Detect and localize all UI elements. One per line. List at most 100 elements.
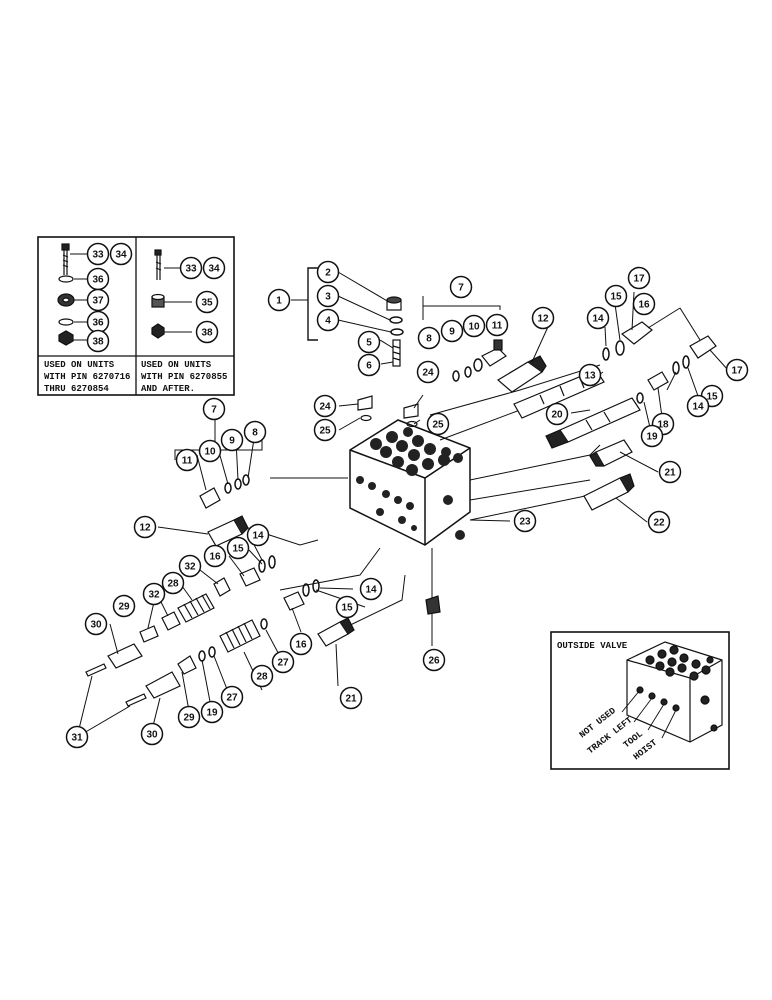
callout-circle	[313, 394, 337, 418]
callout-25: 25	[426, 412, 450, 436]
callout-circle	[198, 439, 222, 463]
callout-33: 33	[86, 242, 110, 266]
callout-number: 33	[185, 264, 197, 275]
callout-24: 24	[313, 394, 337, 418]
callout-circle	[416, 360, 440, 384]
callout-circle	[243, 420, 267, 444]
callout-circle	[161, 571, 185, 595]
callout-3: 3	[316, 284, 340, 308]
callout-17: 17	[725, 358, 749, 382]
callout-5: 5	[357, 330, 381, 354]
callout-number: 28	[167, 579, 179, 590]
callout-circle	[422, 648, 446, 672]
callout-number: 31	[71, 733, 83, 744]
callout-8: 8	[417, 326, 441, 350]
callout-circle	[531, 306, 555, 330]
callout-circle	[313, 418, 337, 442]
callout-8: 8	[243, 420, 267, 444]
part-ring-19-top	[636, 392, 644, 404]
callout-circle	[357, 353, 381, 377]
callout-number: 29	[118, 602, 130, 613]
inset-note-col1-line2: WITH PIN 6270716	[44, 372, 130, 382]
callout-circle	[195, 290, 219, 314]
outside-valve-leaders	[621, 689, 677, 739]
callout-10: 10	[462, 314, 486, 338]
callout-circle	[339, 686, 363, 710]
callout-28: 28	[161, 571, 185, 595]
callout-number: 15	[610, 292, 622, 303]
callout-4: 4	[316, 308, 340, 332]
part-plug-11-top	[481, 339, 507, 367]
callout-number: 16	[209, 552, 221, 563]
callout-12: 12	[531, 306, 555, 330]
callout-19: 19	[200, 700, 224, 724]
part-piston-18	[647, 371, 669, 391]
callout-circle	[250, 664, 274, 688]
bolt-part-col1	[57, 243, 75, 346]
callout-9: 9	[220, 428, 244, 452]
inset-note-col1-line3: THRU 6270854	[44, 384, 109, 394]
callout-number: 14	[592, 314, 604, 325]
part-spring-5	[392, 339, 401, 367]
callout-number: 14	[692, 402, 704, 413]
part-spring-28-lower	[219, 619, 261, 653]
callout-37: 37	[86, 288, 110, 312]
inset-note-col1-line1: USED ON UNITS	[44, 360, 115, 370]
callout-27: 27	[220, 685, 244, 709]
callout-circle	[578, 363, 602, 387]
callout-number: 36	[92, 275, 104, 286]
callout-number: 15	[706, 392, 718, 403]
valve-body	[349, 419, 471, 546]
callout-number: 2	[325, 268, 331, 279]
callout-number: 1	[276, 296, 282, 307]
callout-circle	[289, 632, 313, 656]
callout-29: 29	[112, 594, 136, 618]
callout-circle	[226, 536, 250, 560]
part-cap-30	[107, 643, 181, 699]
part-plug-11-left	[199, 487, 221, 509]
callout-number: 7	[458, 283, 464, 294]
inset-bolt-variants: USED ON UNITS WITH PIN 6270716 THRU 6270…	[37, 236, 235, 396]
callout-number: 24	[422, 368, 434, 379]
callout-number: 4	[325, 316, 331, 327]
callout-number: 33	[92, 250, 104, 261]
callout-number: 6	[366, 361, 372, 372]
callout-circle	[86, 329, 110, 353]
callout-number: 21	[664, 468, 676, 479]
outside-valve-title: OUTSIDE VALVE	[557, 641, 628, 651]
callout-number: 26	[428, 656, 440, 667]
callout-number: 19	[206, 708, 218, 719]
callout-7: 7	[449, 275, 473, 299]
callout-number: 10	[468, 322, 480, 333]
callout-number: 13	[584, 371, 596, 382]
inset-note-col2-line3: AND AFTER.	[141, 384, 195, 394]
callout-circle	[246, 523, 270, 547]
callout-number: 15	[341, 603, 353, 614]
callout-number: 32	[184, 562, 196, 573]
callout-number: 38	[201, 328, 213, 339]
callout-21: 21	[339, 686, 363, 710]
callout-26: 26	[422, 648, 446, 672]
callout-circle	[178, 554, 202, 578]
callout-17: 17	[627, 266, 651, 290]
callout-number: 23	[519, 517, 531, 528]
part-bracket-1	[307, 267, 318, 341]
callout-14: 14	[686, 394, 710, 418]
callout-number: 9	[449, 327, 455, 338]
callout-13: 13	[578, 363, 602, 387]
part-rings-8-9-10	[452, 358, 483, 382]
callout-circle	[316, 284, 340, 308]
callout-number: 5	[366, 338, 372, 349]
callout-36: 36	[86, 267, 110, 291]
callout-circle	[725, 358, 749, 382]
callout-circle	[658, 460, 682, 484]
callout-number: 25	[432, 420, 444, 431]
callout-circle	[220, 428, 244, 452]
callout-16: 16	[632, 292, 656, 316]
callout-circle	[316, 260, 340, 284]
callout-circle	[86, 242, 110, 266]
callout-14: 14	[246, 523, 270, 547]
callout-number: 19	[646, 432, 658, 443]
callout-circle	[545, 402, 569, 426]
